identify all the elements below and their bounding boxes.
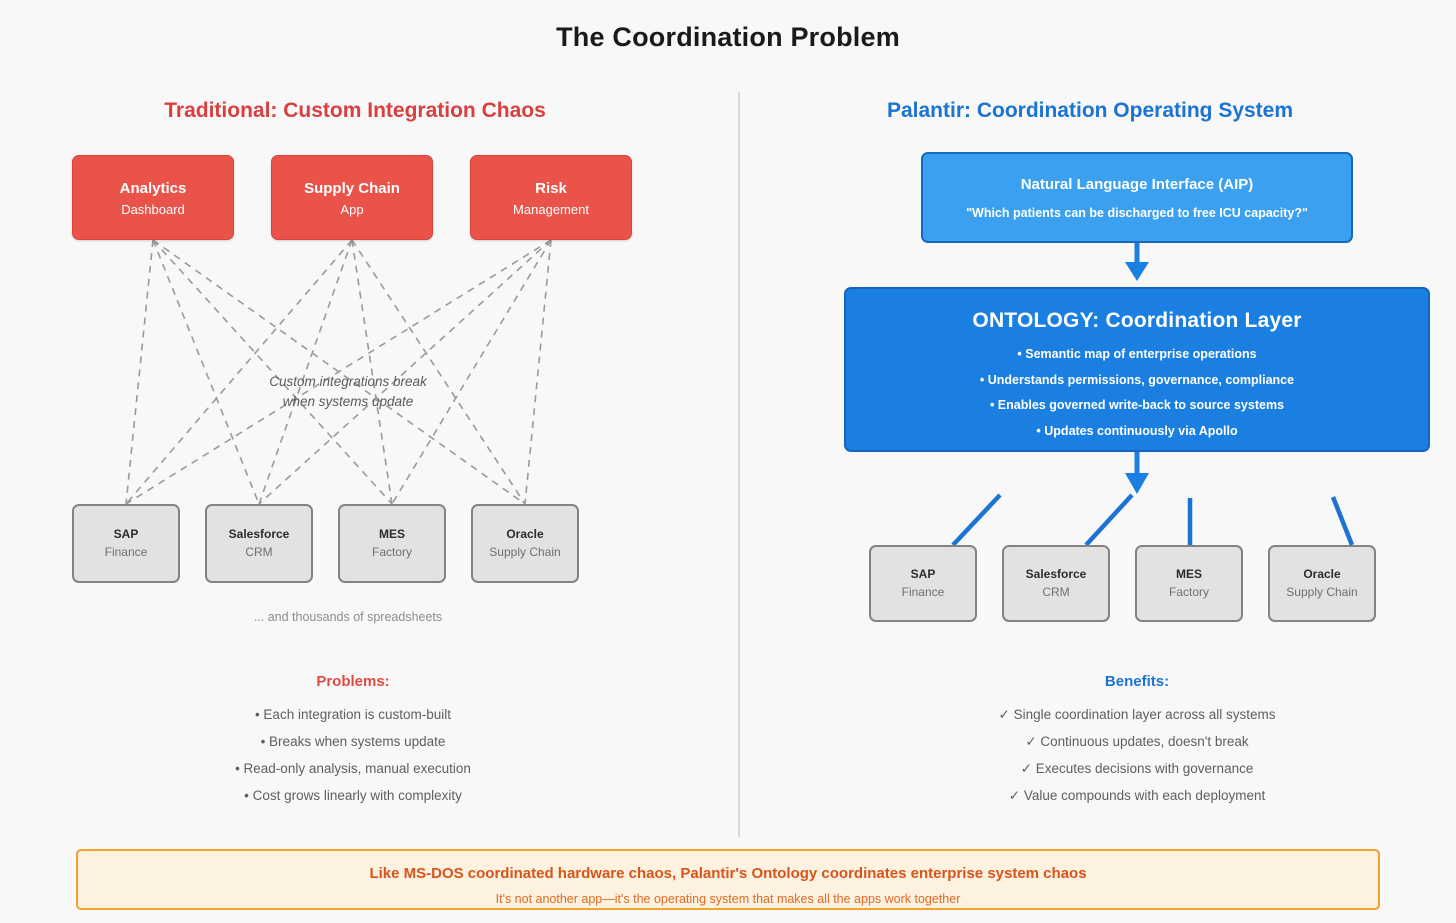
system-box-name: Oracle	[506, 526, 544, 541]
system-box-salesforce-right[interactable]: Salesforce CRM	[1002, 545, 1110, 622]
list-item: ✓ Continuous updates, doesn't break	[1025, 734, 1249, 749]
system-box-sap-left[interactable]: SAP Finance	[72, 504, 180, 583]
system-box-name: Salesforce	[1025, 566, 1087, 581]
aip-title: Natural Language Interface (AIP)	[1020, 175, 1254, 193]
list-item: ✓ Executes decisions with governance	[1020, 761, 1254, 776]
ontology-box[interactable]: ONTOLOGY: Coordination Layer • Semantic …	[844, 287, 1430, 452]
ontology-bullets: • Semantic map of enterprise operations …	[846, 348, 1428, 437]
system-box-subtitle: Supply Chain	[489, 545, 561, 560]
system-box-name: SAP	[113, 526, 139, 541]
list-item: ✓ Single coordination layer across all s…	[998, 707, 1276, 722]
system-box-subtitle: Factory	[371, 545, 412, 560]
system-box-oracle-right[interactable]: Oracle Supply Chain	[1268, 545, 1376, 622]
system-box-sap-right[interactable]: SAP Finance	[869, 545, 977, 622]
app-box-subtitle: App	[340, 201, 364, 217]
system-box-subtitle: Factory	[1168, 585, 1209, 600]
system-box-name: Oracle	[1303, 566, 1341, 581]
right-column-header: Palantir: Coordination Operating System	[886, 99, 1294, 122]
list-item: ✓ Value compounds with each deployment	[1008, 788, 1266, 803]
spreadsheet-note: ... and thousands of spreadsheets	[253, 610, 443, 624]
aip-query: "Which patients can be discharged to fre…	[966, 205, 1308, 220]
banner-sub-text: It's not another app—it's the operating …	[495, 891, 961, 906]
system-box-subtitle: Supply Chain	[1286, 585, 1358, 600]
app-box-title: Analytics	[119, 180, 187, 197]
list-item: • Cost grows linearly with complexity	[244, 788, 462, 803]
chaos-annotation-line2: when systems update	[282, 394, 414, 410]
chaos-annotation: Custom integrations break when systems u…	[183, 372, 513, 413]
list-item: • Read-only analysis, manual execution	[235, 761, 471, 776]
list-item: • Enables governed write-back to source …	[989, 398, 1285, 412]
system-box-name: MES	[1175, 566, 1202, 581]
app-box-subtitle: Dashboard	[121, 201, 185, 217]
system-box-subtitle: CRM	[1042, 585, 1070, 600]
ontology-title: ONTOLOGY: Coordination Layer	[972, 309, 1302, 332]
benefits-list: Benefits: ✓ Single coordination layer ac…	[937, 673, 1337, 809]
arrow-ontology-to-systems	[1125, 452, 1149, 494]
system-box-name: MES	[378, 526, 405, 541]
system-box-subtitle: Finance	[104, 545, 148, 560]
app-box-title: Supply Chain	[304, 180, 400, 197]
chaos-annotation-line1: Custom integrations break	[269, 374, 427, 389]
left-column-header: Traditional: Custom Integration Chaos	[164, 99, 546, 122]
system-box-mes-left[interactable]: MES Factory	[338, 504, 446, 583]
list-item: • Updates continuously via Apollo	[1036, 423, 1238, 438]
list-item: • Each integration is custom-built	[254, 707, 452, 722]
column-divider	[738, 92, 740, 837]
list-item: • Understands permissions, governance, c…	[979, 372, 1295, 387]
app-box-title: Risk	[535, 180, 567, 197]
aip-box[interactable]: Natural Language Interface (AIP) "Which …	[921, 152, 1353, 243]
system-box-name: Salesforce	[228, 526, 290, 541]
app-box-analytics[interactable]: Analytics Dashboard	[72, 155, 234, 240]
system-box-subtitle: CRM	[245, 545, 273, 560]
problems-list: Problems: • Each integration is custom-b…	[153, 673, 553, 809]
system-box-salesforce-left[interactable]: Salesforce CRM	[205, 504, 313, 583]
list-item: • Semantic map of enterprise operations	[1017, 347, 1257, 361]
system-box-mes-right[interactable]: MES Factory	[1135, 545, 1243, 622]
ontology-system-connectors	[951, 493, 1355, 547]
problems-title: Problems:	[316, 673, 390, 690]
benefits-title: Benefits:	[1104, 673, 1170, 690]
list-item: • Breaks when systems update	[260, 734, 446, 749]
arrow-aip-to-ontology	[1125, 243, 1149, 281]
system-box-name: SAP	[910, 566, 936, 581]
system-box-oracle-left[interactable]: Oracle Supply Chain	[471, 504, 579, 583]
app-box-subtitle: Management	[513, 201, 589, 217]
banner-main-text: Like MS-DOS coordinated hardware chaos, …	[369, 865, 1087, 882]
app-box-risk[interactable]: Risk Management	[470, 155, 632, 240]
page-title: The Coordination Problem	[556, 22, 900, 52]
system-box-subtitle: Finance	[901, 585, 945, 600]
summary-banner: Like MS-DOS coordinated hardware chaos, …	[76, 849, 1380, 910]
app-box-supply-chain[interactable]: Supply Chain App	[271, 155, 433, 240]
